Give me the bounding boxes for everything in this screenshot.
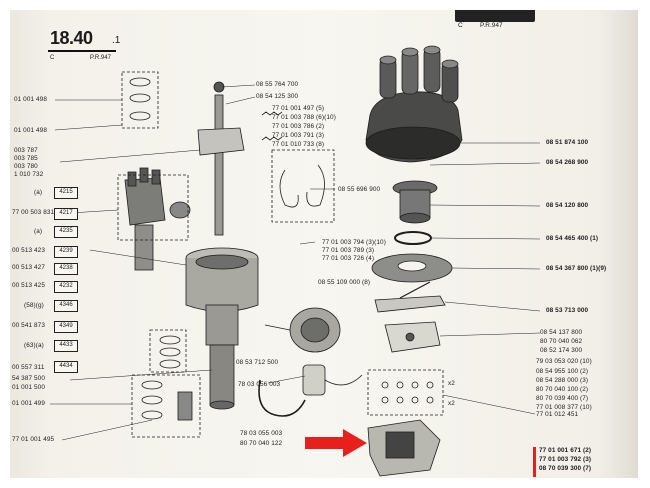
part-ref: 08 55 764 700 (256, 81, 299, 88)
part-ref: 003 787 (14, 147, 38, 154)
part-ref: 003 780 (14, 163, 38, 170)
part-ref: 77 01 003 789 (3) (322, 247, 375, 254)
next-page-title-block (455, 8, 535, 22)
part-box-4434: 4434 (54, 361, 78, 373)
part-ref: 00 541 873 (12, 322, 45, 329)
part-ref: 77 01 003 788 (6)(10) (272, 114, 336, 121)
part-ref: 80 70 039 400 (7) (536, 395, 589, 402)
part-ref: 1 010 732 (14, 171, 44, 178)
rotor-drawing (392, 180, 438, 224)
part-ref: 00 513 425 (12, 282, 45, 289)
part-ref: 77 01 012 451 (536, 411, 579, 418)
part-ref: 08 53 712 500 (236, 359, 279, 366)
part-ref: 08 55 109 000 (8) (318, 279, 371, 286)
part-ref: 01 001 499 (12, 400, 45, 407)
part-ref: 77 01 001 495 (12, 436, 55, 443)
quantity-mark: x2 (448, 380, 455, 387)
right-page-letter: C (458, 22, 463, 29)
contact-set-drawing (367, 419, 441, 477)
part-ref: 003 785 (14, 155, 38, 162)
part-ref: 77 01 001 497 (5) (272, 105, 325, 112)
distributor-body-drawing (185, 247, 259, 410)
part-ref: 77 01 003 726 (4) (322, 255, 375, 262)
part-ref: 08 52 174 300 (540, 347, 583, 354)
part-ref: 77 01 003 794 (3)(10) (322, 239, 386, 246)
part-ref: 80 70 040 100 (2) (536, 386, 589, 393)
distributor-cap-drawing (365, 45, 463, 163)
part-ref: 80 70 040 062 (540, 338, 583, 345)
part-box-4433: 4433 (54, 340, 78, 352)
part-ref: 77 01 008 377 (10) (536, 404, 592, 411)
part-ref: 54 387 500 (12, 375, 45, 382)
part-ref: 80 70 040 122 (240, 440, 283, 447)
shaft-assembly-drawing (197, 81, 245, 236)
part-box-4346: 4346 (54, 300, 78, 312)
part-ref: 08 54 137 800 (540, 329, 583, 336)
page-letter: C (50, 55, 55, 61)
part-ref: 08 55 696 900 (338, 186, 381, 193)
red-arrow-icon (305, 429, 367, 457)
part-ref: 08 54 367 800 (1)(9) (546, 265, 607, 272)
section-number: 18.40 (50, 28, 93, 48)
condenser-drawing (302, 364, 363, 396)
distributor-assembly-drawing (124, 167, 191, 271)
part-box-4239: 4239 (54, 246, 78, 258)
part-box-4217: 4217 (54, 208, 78, 220)
prefix-label: (63)(a) (24, 342, 44, 349)
part-ref: 01 001 498 (14, 127, 47, 134)
page-pr-code: P.R.947 (90, 55, 111, 61)
part-ref: 00 513 427 (12, 264, 45, 271)
prefix-label: (a) (34, 228, 43, 235)
vacuum-unit-drawing (264, 307, 341, 353)
part-ref: 79 03 053 020 (10) (536, 358, 592, 365)
part-box-4349: 4349 (54, 321, 78, 333)
part-ref: 08 54 120 800 (546, 202, 589, 209)
part-ref: 08 54 268 900 (546, 159, 589, 166)
part-ref: 08 54 288 000 (3) (536, 377, 589, 384)
part-box-4215: 4215 (54, 187, 78, 199)
part-ref: 78 03 056 003 (238, 381, 281, 388)
part-ref: 08 51 874 100 (546, 139, 589, 146)
part-ref: 08 54 465 400 (1) (546, 235, 599, 242)
red-highlight-bar (533, 447, 536, 477)
part-ref: 08 53 713 000 (546, 307, 589, 314)
part-box-4232: 4232 (54, 281, 78, 293)
part-ref: 00 513 423 (12, 247, 45, 254)
part-ref: 01 001 498 (14, 96, 47, 103)
part-ref: 00 557 311 (12, 364, 45, 371)
part-ref: 01 001 500 (12, 384, 45, 391)
right-page-pr-code: P.R.947 (480, 22, 503, 29)
part-ref: 08 54 125 300 (256, 93, 299, 100)
part-box-4235: 4235 (54, 226, 78, 238)
prefix-label: (a) (34, 189, 43, 196)
part-ref: 08 70 039 300 (7) (539, 465, 592, 472)
part-ref: 77 01 003 791 (3) (272, 132, 325, 139)
part-ref: 77 00 503 831 (12, 209, 55, 216)
part-ref: 77 01 001 671 (2) (539, 447, 592, 454)
part-ref: 78 03 055 003 (240, 430, 283, 437)
part-ref: 77 01 003 792 (3) (539, 456, 592, 463)
part-ref: 77 01 010 733 (8) (272, 141, 325, 148)
section-subnumber: .1 (112, 35, 121, 46)
part-ref: 77 01 003 786 (2) (272, 123, 325, 130)
prefix-label: (58)(g) (24, 302, 44, 309)
header-rule (48, 50, 116, 52)
part-box-4238: 4238 (54, 263, 78, 275)
quantity-mark: x2 (448, 400, 455, 407)
breaker-plate-drawing (371, 253, 453, 283)
part-ref: 08 54 955 100 (2) (536, 368, 589, 375)
